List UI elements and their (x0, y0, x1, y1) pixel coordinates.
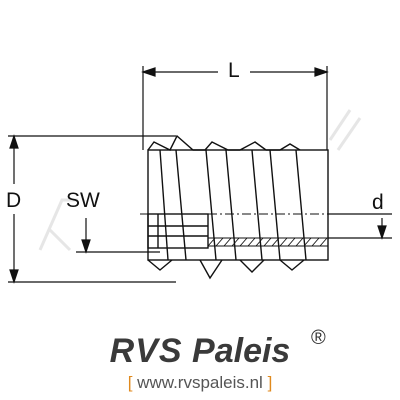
thread-diameter-label: d (372, 191, 384, 214)
length-label: L (228, 59, 240, 82)
brand-logo: RVS Paleis (0, 334, 400, 368)
wrench-size-label: SW (66, 189, 100, 212)
insert-body (147, 134, 329, 280)
dimension-d (328, 213, 392, 240)
brand-part-paleis: Paleis (192, 332, 291, 370)
dimension-D (8, 134, 176, 284)
dimension-L (141, 66, 329, 150)
brand-part-rvs: RVS (109, 332, 183, 370)
internal-thread-hatch (207, 237, 328, 247)
website-link[interactable]: [ www.rvspaleis.nl ] (0, 374, 400, 391)
website-url: www.rvspaleis.nl (137, 373, 263, 392)
watermark (38, 109, 362, 252)
outer-diameter-label: D (6, 189, 22, 212)
dimension-SW (76, 218, 160, 254)
registered-mark: ® (311, 327, 326, 349)
bracket-open: [ (127, 373, 133, 392)
bracket-close: ] (267, 373, 273, 392)
